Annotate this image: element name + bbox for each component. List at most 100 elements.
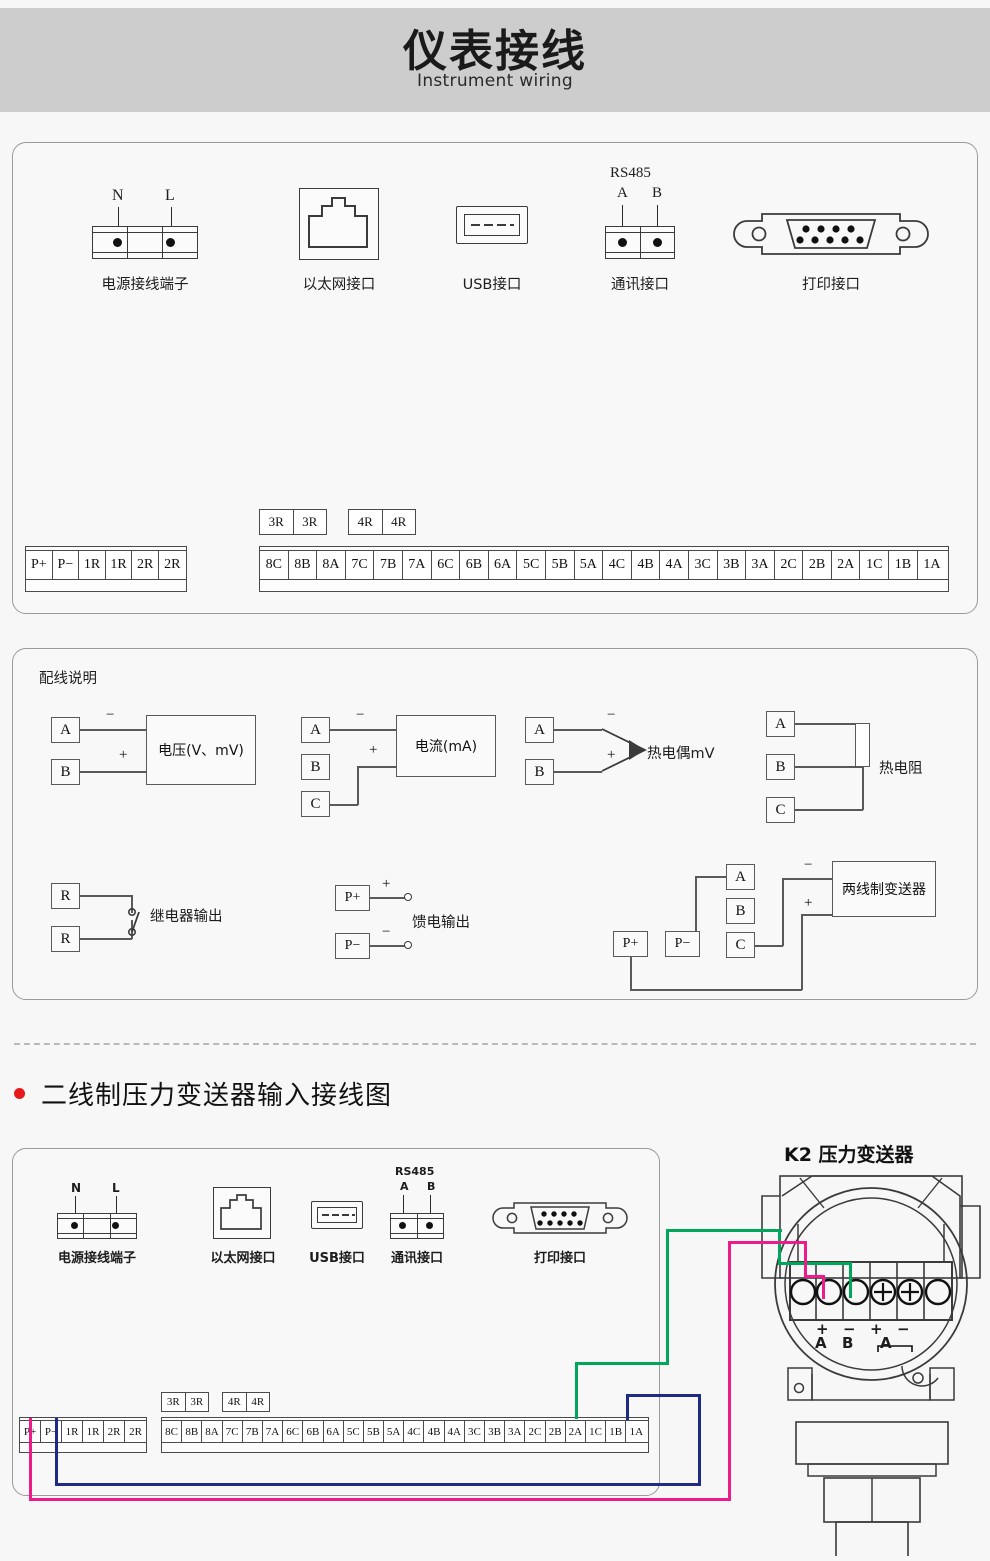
bottom-usb-icon [311,1201,363,1229]
bottom-relay-4r-box: 4R 4R [222,1392,270,1412]
terminal-cell: 3B [485,1421,506,1442]
terminal-cell: P− [52,551,80,579]
twowire-sign-plus: + [804,895,813,911]
terminal-cell: 6C [431,551,461,579]
bottom-printer-label: 打印接口 [533,1251,586,1266]
voltage-terminal-b: B [51,759,80,785]
bottom-power-n-lead [75,1196,76,1219]
panel-pressure-transmitter-wiring: N L 电源接线端子 以太网接口 USB接口 [12,1148,660,1496]
rtd-resistor-icon [855,723,870,767]
twowire-wire-c-h [755,945,783,947]
transmitter-sign-1: + [816,1320,829,1338]
usb-label: USB接口 [462,277,522,293]
twowire-terminal-b: B [726,898,755,924]
terminal-cell: 2R [104,1421,125,1442]
thermocouple-wire-plus [554,771,602,773]
feed-node-plus [404,893,412,901]
page-subtitle: Instrument wiring [417,71,573,92]
bottom-comm-b-lead [430,1195,431,1219]
section-title: 二线制压力变送器输入接线图 [41,1081,393,1111]
terminal-cell: 7C [222,1421,243,1442]
power-terminal-block [92,226,198,259]
terminal-cell: 7C [345,551,375,579]
terminal-cell: 2A [831,551,861,579]
current-wire-c-h [330,804,358,806]
twowire-wire-pminus-v [695,876,697,932]
terminal-cell: 6B [460,551,489,579]
terminal-cell: 2R [132,551,159,579]
feed-device: 馈电输出 [412,915,470,931]
terminal-cell: 3C [688,551,718,579]
rtd-wire-a [795,723,863,725]
terminal-cell: 4A [660,551,689,579]
twowire-wire-plus-v [801,914,803,990]
pressure-transmitter-drawing [752,1166,990,1561]
rtd-wire-c [795,809,863,811]
wire-pink-seg4 [728,1241,807,1245]
bottom-printer-port-icon [488,1201,632,1240]
power-pin-n-lead [118,207,119,237]
feed-terminal-pplus: P+ [335,885,370,911]
terminal-cell: 5A [384,1421,405,1442]
bottom-relay-3r-cell: 3R [162,1393,186,1411]
wire-green-seg6 [778,1262,852,1266]
wire-green-seg5 [849,1262,853,1298]
comm-pin-a-lead [622,205,623,235]
wire-blue-seg2 [55,1483,701,1487]
current-wire-minus [330,729,396,731]
terminal-cell: 7A [402,551,432,579]
page-title: 仪表接线 [403,25,587,77]
terminal-cell: 5A [574,551,604,579]
terminal-cell: 6A [488,551,518,579]
transmitter-sign-4: − [897,1320,910,1338]
bottom-rs485-bus-label: RS485 [395,1165,435,1178]
bottom-comm-terminal-block [390,1213,444,1239]
relay-wire-top-v [131,895,133,913]
terminal-cell: 1R [83,1421,104,1442]
wire-green-seg2 [575,1362,669,1366]
voltage-sign-plus: + [119,747,128,763]
relay-4r-cell: 4R [349,510,383,534]
bottom-comm-pin-a-label: A [400,1180,409,1193]
terminal-cell: 4B [631,551,661,579]
bottom-power-terminal-block [57,1213,137,1239]
relay-terminal-r2: R [51,926,80,952]
page-header: 仪表接线 Instrument wiring [0,8,990,112]
power-pin-l-lead [171,207,172,237]
wire-pink-seg2 [29,1498,731,1502]
bottom-power-pin-n-label: N [71,1181,82,1195]
usb-icon [456,206,528,244]
bottom-comm-label: 通讯接口 [390,1251,443,1266]
rtd-wire-b [795,766,863,768]
terminal-cell: 5C [343,1421,364,1442]
bottom-relay-3r-box: 3R 3R [161,1392,209,1412]
bottom-comm-pin-b-label: B [427,1180,436,1193]
wire-blue-seg5 [626,1394,630,1420]
comm-terminal-block [605,226,675,259]
terminal-cell: 3A [505,1421,526,1442]
bottom-power-pin-l-label: L [112,1181,120,1195]
wire-pink-seg3 [728,1242,732,1501]
current-sign-plus: + [369,742,378,758]
comm-label: 通讯接口 [611,277,669,293]
thermocouple-sign-plus: + [607,747,616,763]
relay-3r-cell: 3R [302,514,318,529]
transmitter-letter-a: A [815,1334,827,1352]
feed-sign-plus: + [382,876,391,892]
rtd-terminal-c: C [766,797,795,823]
bottom-power-l-lead [116,1196,117,1219]
relay-wire-top [80,895,132,897]
section-divider [14,1043,976,1045]
current-device: 电流(mA) [396,715,496,777]
terminal-cell: 1A [626,1421,647,1442]
bottom-relay-3r-cell: 3R [190,1396,204,1408]
transmitter-sign-2: − [843,1320,856,1338]
current-terminal-c: C [301,791,330,817]
twowire-wire-pplus-v [630,957,632,991]
terminal-cell: 2B [545,1421,566,1442]
rtd-terminal-a: A [766,711,795,737]
terminal-cell: 1R [79,551,106,579]
terminal-cell: 6B [303,1421,324,1442]
